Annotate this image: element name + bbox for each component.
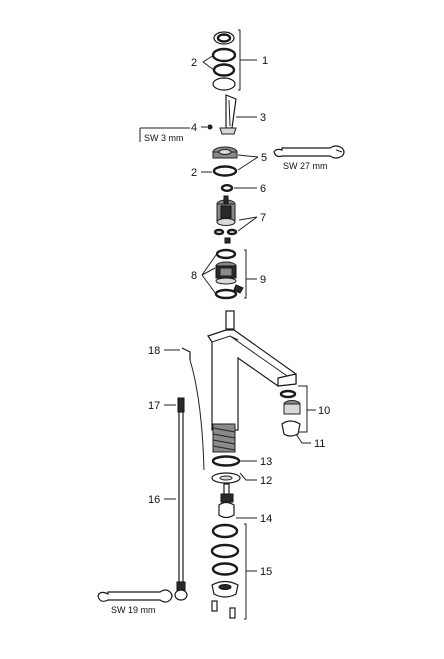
label-part-8: 8 [191, 270, 197, 282]
o-ring [212, 165, 238, 177]
small-o-ring [220, 183, 234, 192]
label-part-17: 17 [148, 400, 160, 412]
spout-body [207, 310, 297, 453]
label-part-12: 12 [260, 475, 272, 487]
aerator [279, 389, 301, 437]
wrench-sw19-size-label: SW 19 mm [111, 605, 156, 615]
part-number-labels: 1 2 3 4 5 2 6 7 8 9 10 11 12 13 14 15 16… [148, 55, 330, 578]
bracket-part-1 [238, 29, 241, 91]
grub-screw [207, 124, 213, 130]
hex-key-size-label: SW 3 mm [144, 133, 184, 143]
lever-handle [219, 94, 237, 135]
label-part-2b: 2 [191, 167, 197, 179]
wrench-sw19-tool [97, 589, 173, 603]
label-part-13: 13 [260, 456, 272, 468]
washer-ring [211, 455, 241, 467]
hex-key-tool [139, 127, 190, 142]
threaded-rod-nut [218, 483, 235, 519]
top-ring-stack [211, 31, 237, 91]
supply-hose [174, 397, 188, 601]
pop-up-rod [181, 347, 205, 471]
label-part-15: 15 [260, 566, 272, 578]
mounting-washer-stack [210, 523, 240, 619]
label-part-2a: 2 [191, 57, 197, 69]
wrench-sw27-tool [273, 145, 345, 159]
label-part-9: 9 [260, 274, 266, 286]
cartridge [213, 195, 238, 236]
wrench-sw27-size-label: SW 27 mm [283, 161, 328, 171]
label-part-3: 3 [260, 112, 266, 124]
cap-nut [212, 146, 238, 159]
cartridge-insert [214, 237, 244, 300]
label-part-5: 5 [261, 152, 267, 164]
label-part-7: 7 [260, 212, 266, 224]
label-part-10: 10 [318, 405, 330, 417]
label-part-18: 18 [148, 345, 160, 357]
label-part-4: 4 [191, 122, 197, 134]
label-part-14: 14 [260, 513, 272, 525]
label-part-6: 6 [260, 183, 266, 195]
label-part-1: 1 [262, 55, 268, 67]
label-part-16: 16 [148, 494, 160, 506]
label-part-11: 11 [314, 438, 325, 450]
